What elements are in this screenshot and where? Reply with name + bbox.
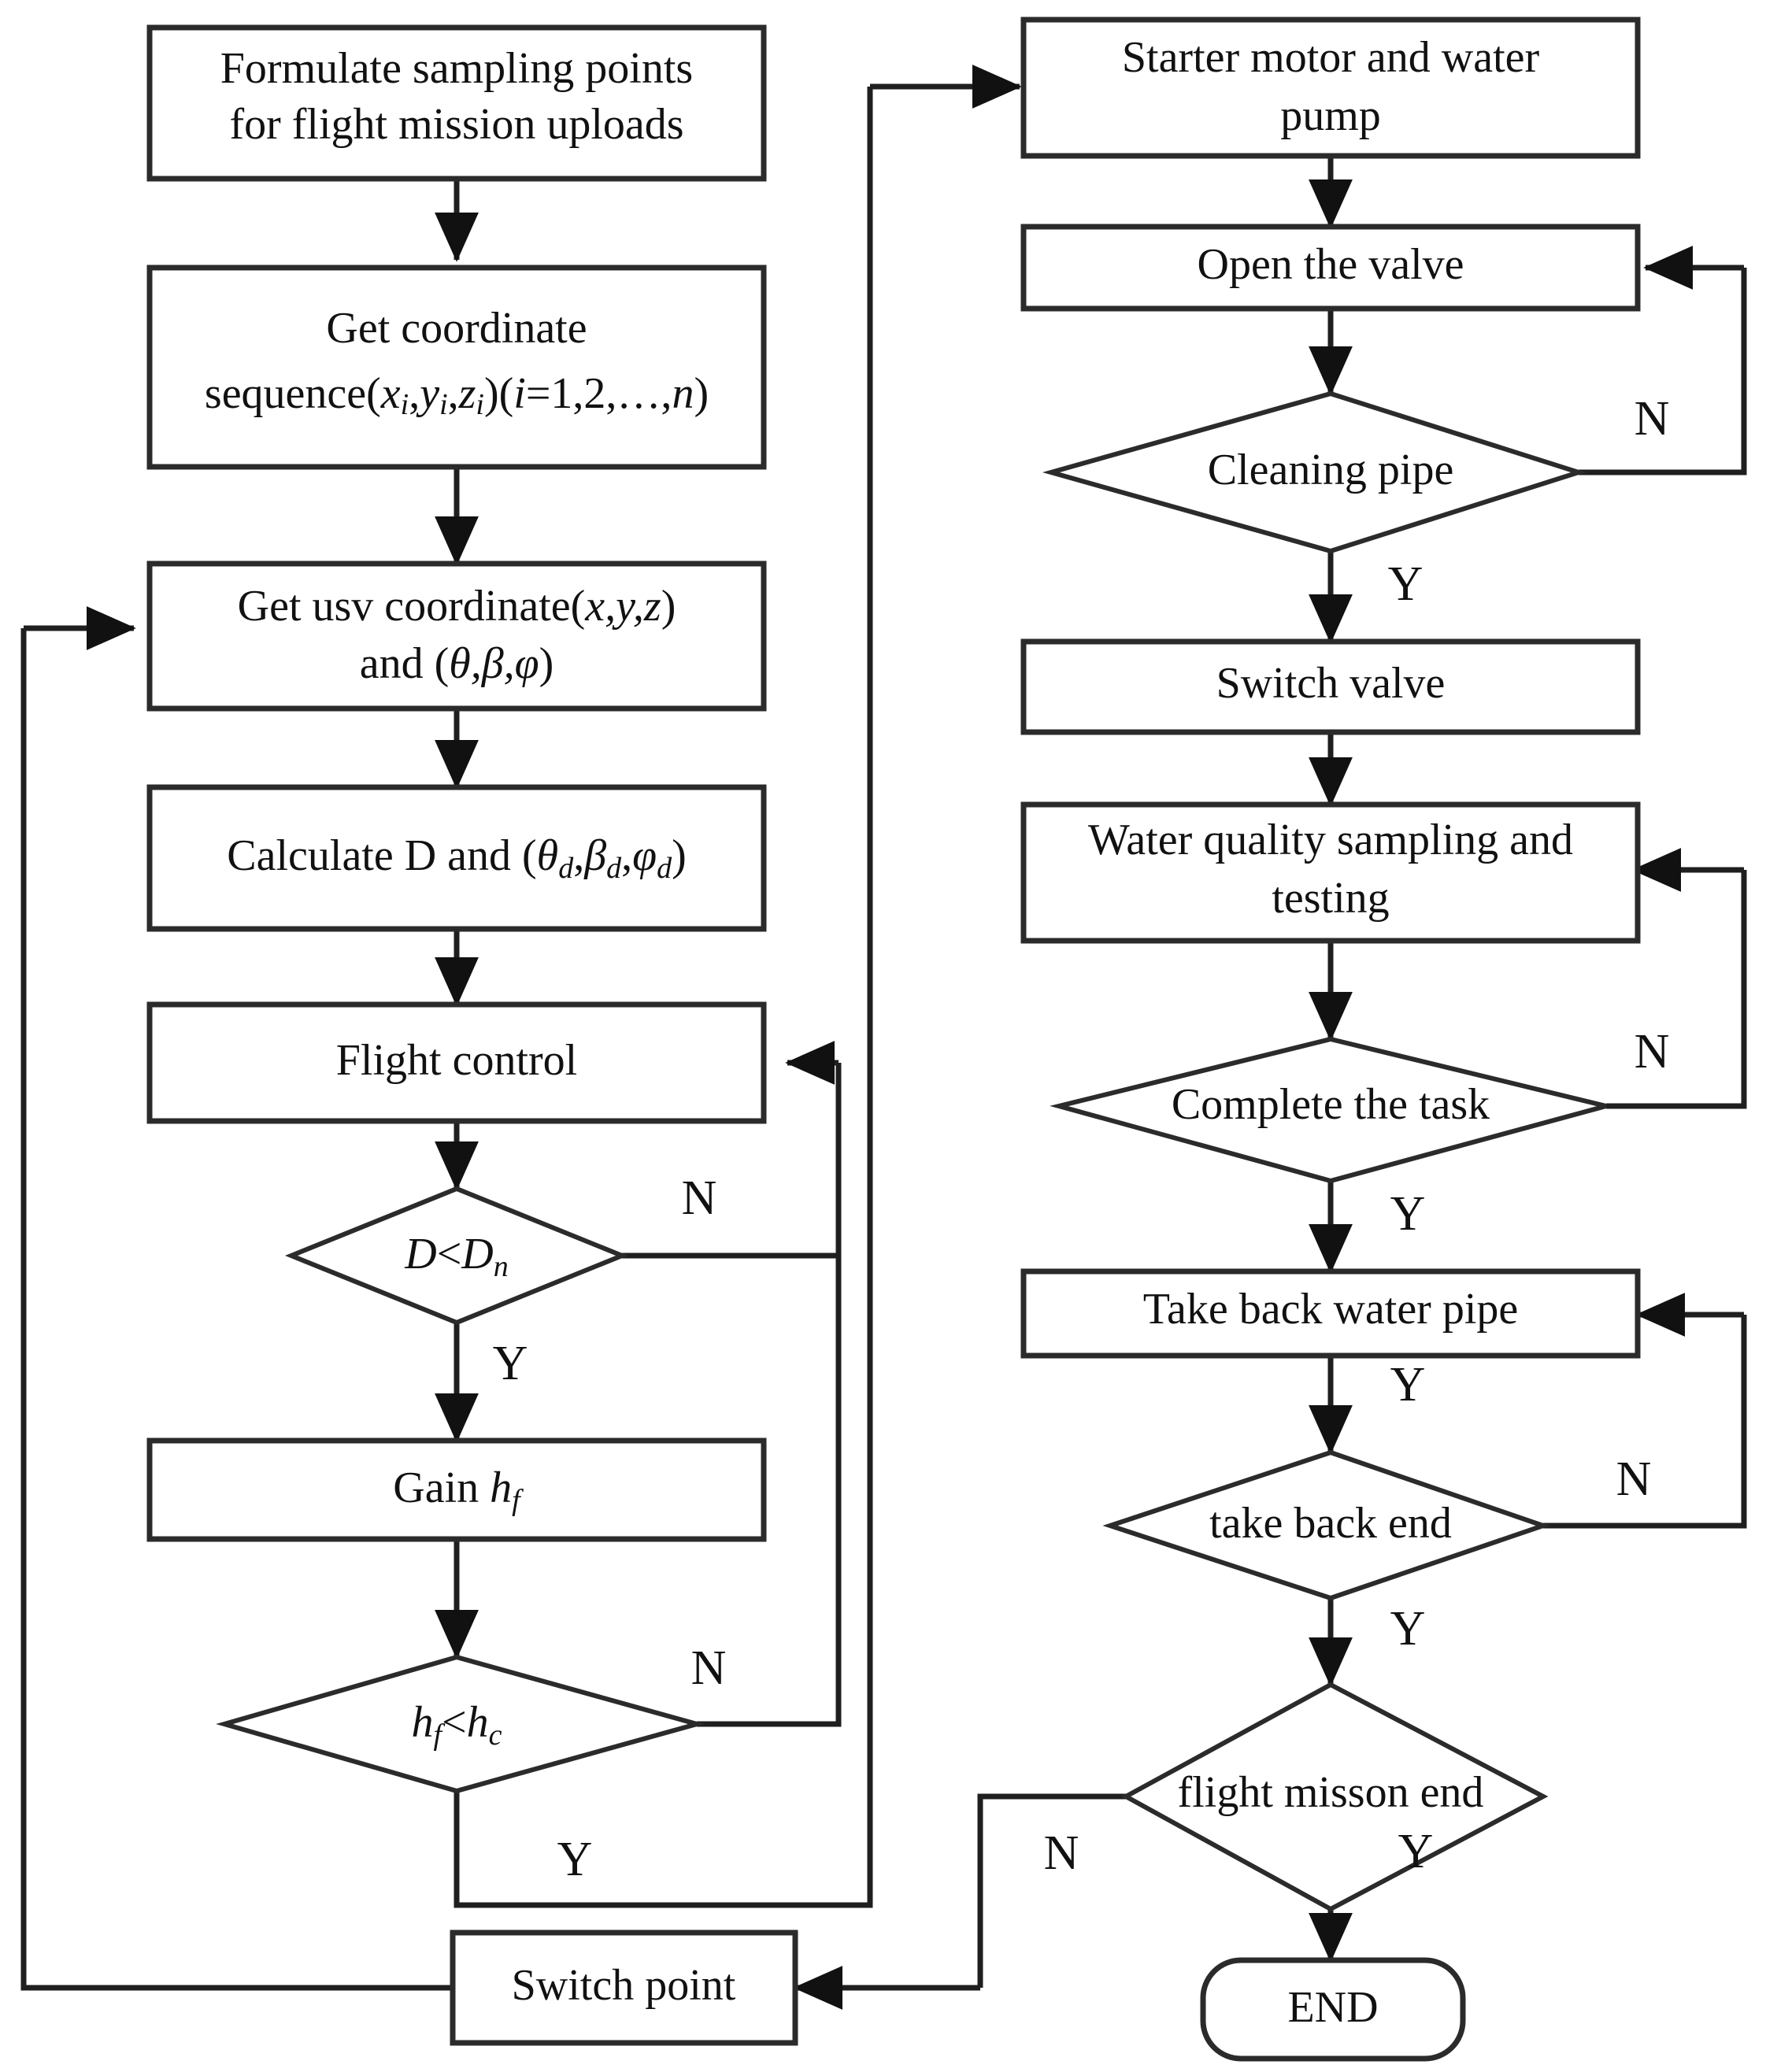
decision-take-back-end-label: take back end bbox=[1209, 1499, 1452, 1548]
label-flightend-no: N bbox=[1044, 1826, 1079, 1880]
node-switch-valve[interactable]: Switch valve bbox=[1020, 638, 1641, 735]
decision-flight-mission-end-label: flight misson end bbox=[1178, 1768, 1484, 1817]
label-takebackpipe-yes: Y bbox=[1390, 1358, 1426, 1412]
end-terminal-label: END bbox=[1287, 1983, 1378, 2032]
switch-point-label: Switch point bbox=[512, 1961, 736, 2010]
edge-flightend-no-path bbox=[977, 1793, 1126, 1988]
water-quality-line2: testing bbox=[1272, 874, 1389, 923]
node-flight-control[interactable]: Flight control bbox=[146, 1001, 767, 1124]
label-takebackend-no: N bbox=[1616, 1452, 1652, 1506]
label-hfhc-yes: Y bbox=[557, 1833, 593, 1886]
water-quality-line1: Water quality sampling and bbox=[1088, 816, 1573, 864]
node-get-usv-coordinate[interactable]: Get usv coordinate(x,y,z) and (θ,β,φ) bbox=[146, 561, 767, 712]
label-ddn-yes: Y bbox=[493, 1337, 528, 1390]
node-take-back-water-pipe[interactable]: Take back water pipe bbox=[1020, 1268, 1641, 1359]
decision-complete-task-label: Complete the task bbox=[1172, 1080, 1490, 1129]
label-flightend-yes: Y bbox=[1398, 1825, 1434, 1878]
water-quality-box[interactable] bbox=[1020, 801, 1641, 944]
take-back-water-pipe-label: Take back water pipe bbox=[1143, 1285, 1519, 1334]
get-usv-coordinate-line2: and (θ,β,φ) bbox=[360, 639, 554, 688]
label-cleaningpipe-yes: Y bbox=[1388, 557, 1424, 611]
node-end-terminal[interactable]: END bbox=[1200, 1957, 1466, 2062]
take-back-water-pipe-box[interactable] bbox=[1020, 1268, 1641, 1359]
switch-point-box[interactable] bbox=[450, 1930, 798, 2046]
label-cleaningpipe-no: N bbox=[1635, 392, 1670, 446]
node-get-coordinate-sequence[interactable]: Get coordinate sequence(xi,yi,zi)(i=1,2,… bbox=[146, 265, 767, 470]
end-terminal-box[interactable] bbox=[1200, 1957, 1466, 2062]
node-decision-complete-task[interactable]: Complete the task bbox=[1050, 1036, 1607, 1184]
get-coordinate-sequence-box[interactable] bbox=[146, 265, 767, 470]
edge-cleaningpipe-no-path bbox=[1579, 268, 1747, 475]
node-calculate-d[interactable]: Calculate D and (θd,βd,φd) bbox=[146, 784, 767, 932]
label-completetask-no: N bbox=[1635, 1025, 1670, 1079]
label-hfhc-no: N bbox=[691, 1641, 727, 1695]
decision-cleaning-pipe-diamond[interactable] bbox=[1042, 390, 1586, 554]
decision-flight-mission-end-diamond[interactable] bbox=[1120, 1682, 1549, 1912]
edge-completetask-no-path bbox=[1606, 870, 1747, 1109]
starter-motor-line1: Starter motor and water bbox=[1122, 33, 1540, 82]
node-decision-flight-mission-end[interactable]: flight misson end bbox=[1120, 1682, 1549, 1912]
get-usv-coordinate-line1: Get usv coordinate(x,y,z) bbox=[238, 582, 676, 631]
decision-cleaning-pipe-label: Cleaning pipe bbox=[1208, 446, 1454, 494]
switch-valve-box[interactable] bbox=[1020, 638, 1641, 735]
open-valve-label: Open the valve bbox=[1198, 240, 1464, 289]
node-decision-d-lt-dn[interactable]: D<Dn bbox=[285, 1186, 628, 1326]
node-decision-hf-lt-hc[interactable]: hf<hc bbox=[216, 1654, 706, 1794]
switch-valve-label: Switch valve bbox=[1216, 659, 1446, 708]
edge-ddn-no-path bbox=[622, 1063, 842, 1259]
starter-motor-line2: pump bbox=[1280, 91, 1381, 140]
formulate-sampling-line2: for flight mission uploads bbox=[229, 100, 683, 149]
node-open-valve[interactable]: Open the valve bbox=[1020, 224, 1641, 312]
edge-takebackend-no-path bbox=[1543, 1315, 1747, 1529]
decision-d-lt-dn-label: D<Dn bbox=[404, 1230, 509, 1283]
calculate-d-box[interactable] bbox=[146, 784, 767, 932]
node-decision-take-back-end[interactable]: take back end bbox=[1102, 1449, 1551, 1601]
label-takebackend-yes: Y bbox=[1390, 1602, 1426, 1656]
node-gain-hf[interactable]: Gain hf bbox=[146, 1437, 767, 1542]
gain-hf-box[interactable] bbox=[146, 1437, 767, 1542]
node-switch-point[interactable]: Switch point bbox=[450, 1930, 798, 2046]
get-coordinate-sequence-line2: sequence(xi,yi,zi)(i=1,2,…,n) bbox=[205, 369, 709, 421]
node-water-quality[interactable]: Water quality sampling and testing bbox=[1020, 801, 1641, 944]
gain-hf-label: Gain hf bbox=[393, 1463, 524, 1517]
edge-switchpoint-to-getusv-path bbox=[20, 628, 453, 1991]
starter-motor-box[interactable] bbox=[1020, 17, 1641, 159]
formulate-sampling-line1: Formulate sampling points bbox=[220, 44, 693, 93]
edge-hfhc-no-path bbox=[697, 1256, 842, 1727]
node-starter-motor[interactable]: Starter motor and water pump bbox=[1020, 17, 1641, 159]
decision-hf-lt-hc-diamond[interactable] bbox=[216, 1654, 706, 1794]
decision-d-lt-dn-diamond[interactable] bbox=[285, 1186, 628, 1326]
flight-control-label: Flight control bbox=[336, 1036, 577, 1085]
flight-control-box[interactable] bbox=[146, 1001, 767, 1124]
decision-hf-lt-hc-label: hf<hc bbox=[411, 1698, 502, 1752]
decision-complete-task-diamond[interactable] bbox=[1050, 1036, 1607, 1184]
label-completetask-yes: Y bbox=[1390, 1187, 1426, 1241]
node-formulate-sampling[interactable]: Formulate sampling points for flight mis… bbox=[146, 24, 767, 182]
node-decision-cleaning-pipe[interactable]: Cleaning pipe bbox=[1042, 390, 1586, 554]
edge-hfhc-yes-to-starter-riser bbox=[454, 87, 873, 1908]
open-valve-box[interactable] bbox=[1020, 224, 1641, 312]
decision-take-back-end-diamond[interactable] bbox=[1102, 1449, 1551, 1601]
get-usv-coordinate-box[interactable] bbox=[146, 561, 767, 712]
label-ddn-no: N bbox=[682, 1171, 717, 1225]
connectors bbox=[20, 65, 1747, 2010]
formulate-sampling-box[interactable] bbox=[146, 24, 767, 182]
get-coordinate-sequence-line1: Get coordinate bbox=[326, 304, 587, 353]
